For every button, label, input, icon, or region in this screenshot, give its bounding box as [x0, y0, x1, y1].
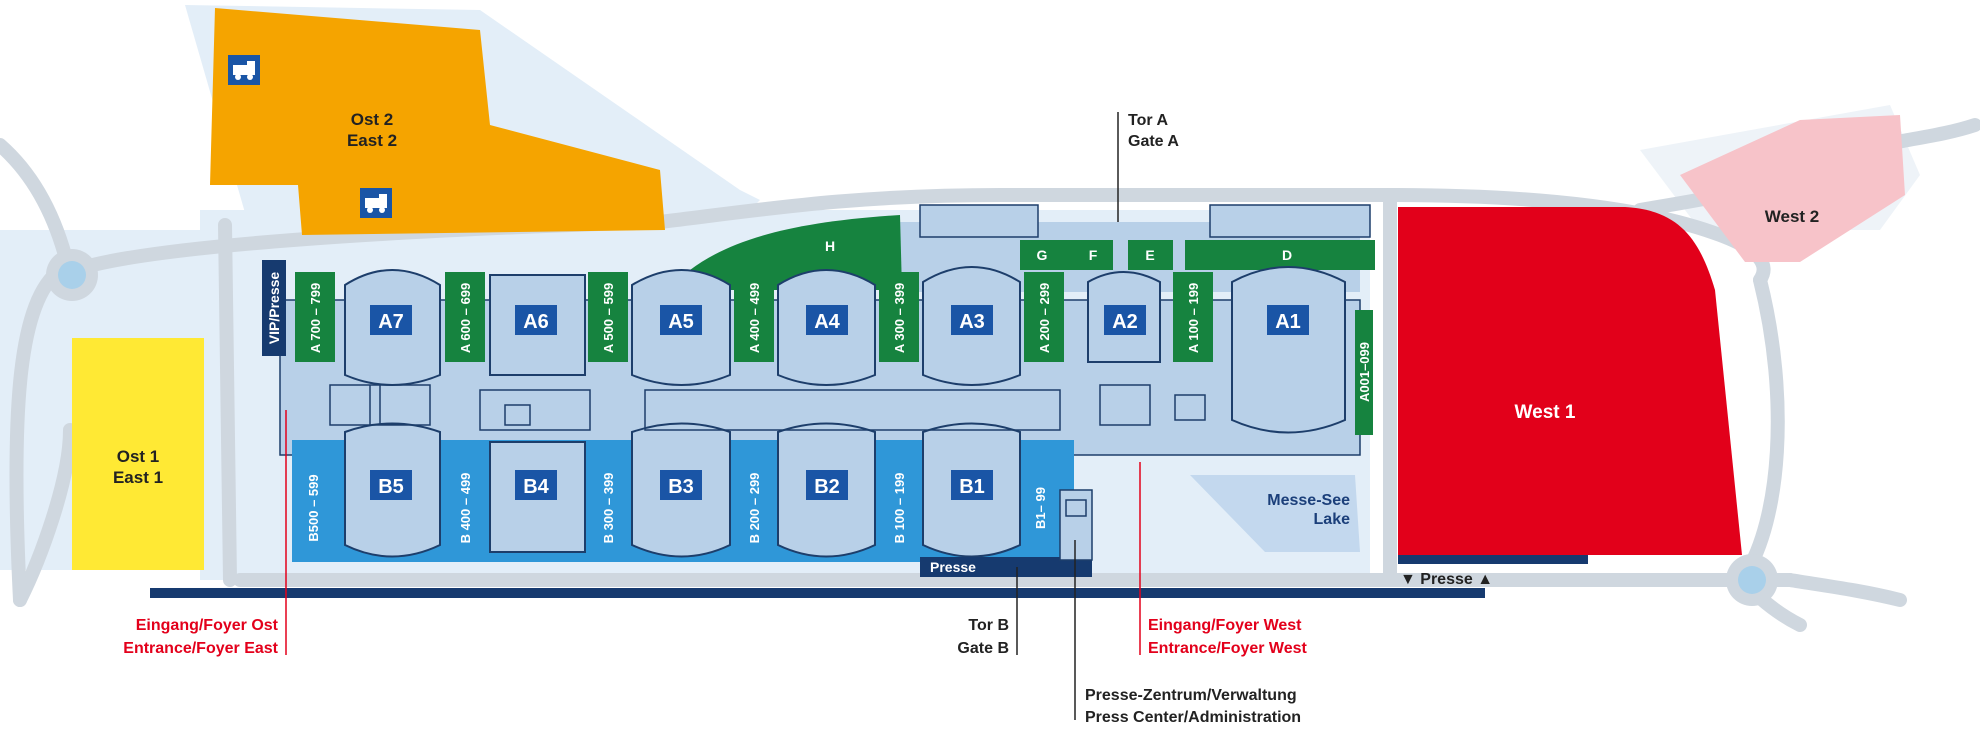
area-west1[interactable] — [1398, 207, 1742, 555]
area-ost2[interactable] — [210, 8, 665, 235]
vip-presse-box[interactable] — [262, 260, 286, 356]
range-b300: B 300 – 399 — [601, 473, 616, 544]
press-center-label-2: Press Center/Administration — [1085, 709, 1301, 726]
camper-icon — [228, 55, 260, 85]
area-west1-label: West 1 — [1515, 402, 1576, 423]
area-west2-label: West 2 — [1765, 207, 1820, 226]
area-ost2-label-2: East 2 — [347, 131, 397, 150]
lake-label-2: Lake — [1314, 511, 1351, 528]
zone-d: D — [1282, 247, 1292, 263]
gate-b-label-1: Tor B — [968, 617, 1009, 634]
zone-g: G — [1037, 247, 1048, 263]
range-b200: B 200 – 299 — [747, 473, 762, 544]
hall-badges-a — [370, 305, 1309, 335]
range-b1: B1– 99 — [1033, 487, 1048, 529]
range-a100: A 100 – 199 — [1186, 283, 1201, 353]
roads — [0, 118, 1980, 632]
range-a300: A 300 – 399 — [892, 283, 907, 353]
range-a600: A 600 – 699 — [458, 283, 473, 353]
range-a001: A001–099 — [1357, 342, 1372, 402]
presse-west-label: ▼ Presse ▲ — [1400, 571, 1493, 588]
foyer-west-callout: Eingang/Foyer West Entrance/Foyer West — [1139, 462, 1308, 657]
range-a400: A 400 – 499 — [747, 283, 762, 353]
gate-a-label-1: Tor A — [1128, 112, 1168, 129]
area-ost1-label-2: East 1 — [113, 468, 163, 487]
zone-e: E — [1145, 247, 1154, 263]
range-b100: B 100 – 199 — [892, 473, 907, 544]
area-ost1[interactable] — [72, 338, 204, 570]
hall-a7[interactable]: A7 — [378, 311, 404, 333]
gate-b-label-2: Gate B — [957, 640, 1009, 657]
range-a200: A 200 – 299 — [1037, 283, 1052, 353]
a-range-blocks — [295, 272, 1373, 435]
roundabouts — [46, 249, 1778, 606]
area-west2[interactable] — [1680, 115, 1905, 262]
hall-b5[interactable]: B5 — [378, 476, 404, 498]
zone-h: H — [825, 238, 835, 254]
range-b500: B500 – 599 — [306, 474, 321, 541]
zone-f: F — [1089, 247, 1098, 263]
area-ost1-label-1: Ost 1 — [117, 447, 160, 466]
press-center-callout: Presse-Zentrum/Verwaltung Press Center/A… — [1074, 540, 1301, 726]
range-a700: A 700 – 799 — [308, 283, 323, 353]
hall-b3[interactable]: B3 — [668, 476, 694, 498]
hall-b2[interactable]: B2 — [814, 476, 840, 498]
hall-a4[interactable]: A4 — [814, 311, 840, 333]
hall-badges-b — [370, 470, 993, 500]
green-zones — [690, 204, 1375, 290]
hall-a5[interactable]: A5 — [668, 311, 694, 333]
foyer-east-label-2: Entrance/Foyer East — [123, 640, 278, 657]
foyer-east-label-1: Eingang/Foyer Ost — [136, 617, 279, 634]
foyer-east-callout: Eingang/Foyer Ost Entrance/Foyer East — [123, 410, 287, 657]
presse-west-bar — [1398, 555, 1588, 564]
hall-a1[interactable]: A1 — [1275, 311, 1301, 333]
interior — [329, 384, 1206, 431]
boundary-line — [150, 588, 1485, 598]
range-a500: A 500 – 599 — [601, 283, 616, 353]
hall-b1[interactable]: B1 — [959, 476, 985, 498]
hall-a2[interactable]: A2 — [1112, 311, 1138, 333]
gate-b-callout: Tor B Gate B — [957, 567, 1018, 657]
press-center-label-1: Presse-Zentrum/Verwaltung — [1085, 687, 1297, 704]
range-b400: B 400 – 499 — [458, 473, 473, 544]
gate-a-callout: Tor A Gate A — [1117, 112, 1179, 222]
lake-label-1: Messe-See — [1267, 492, 1350, 509]
presse-strip-label: Presse — [930, 559, 976, 575]
presse-strip[interactable] — [920, 557, 1092, 577]
lake — [1190, 475, 1360, 552]
press-center-building — [1059, 489, 1093, 561]
camper-icon — [360, 188, 392, 218]
hall-a3[interactable]: A3 — [959, 311, 985, 333]
hall-b4[interactable]: B4 — [523, 476, 549, 498]
hall-a6[interactable]: A6 — [523, 311, 549, 333]
area-ost2-label-1: Ost 2 — [351, 110, 394, 129]
vip-presse-label: VIP/Presse — [266, 272, 282, 345]
halls-b — [344, 422, 1021, 558]
gate-a-label-2: Gate A — [1128, 133, 1179, 150]
foyer-west-label-1: Eingang/Foyer West — [1148, 617, 1302, 634]
foyer-west-label-2: Entrance/Foyer West — [1148, 640, 1308, 657]
